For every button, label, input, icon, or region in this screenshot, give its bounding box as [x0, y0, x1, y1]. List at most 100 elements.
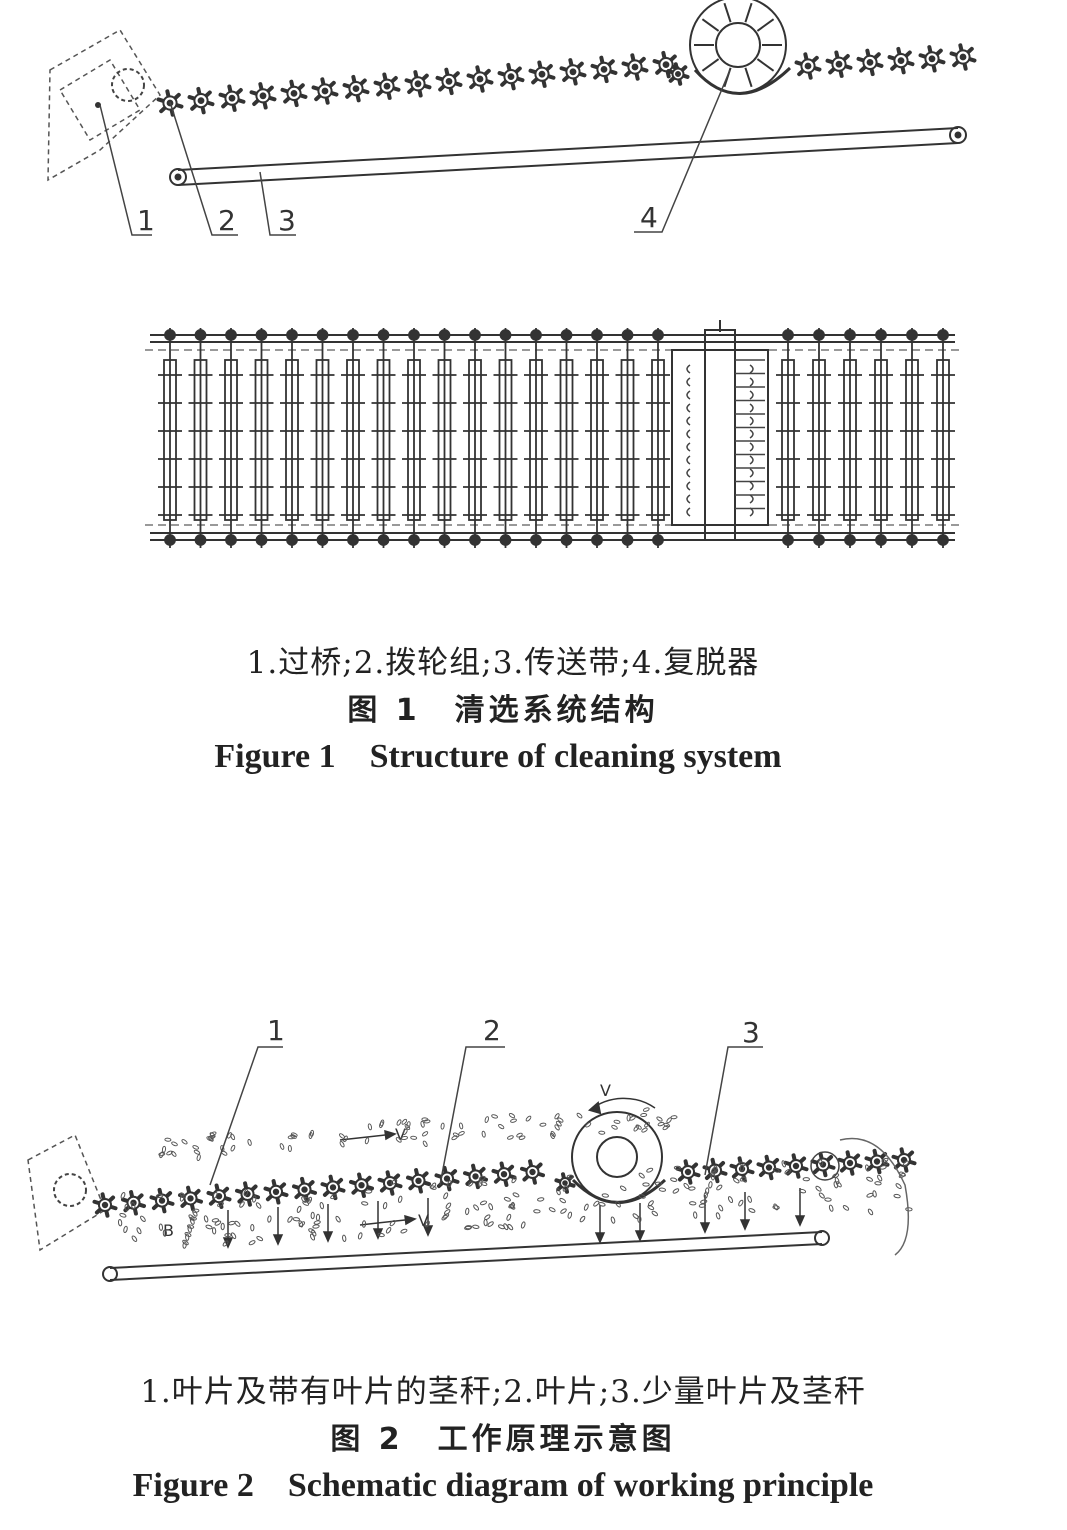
star-wheel	[311, 77, 339, 105]
callout-3: 3	[278, 204, 296, 237]
shaft	[432, 328, 457, 548]
figure1-top-view	[145, 320, 960, 548]
shaft	[931, 328, 955, 548]
upper-flow-label: V	[395, 1125, 406, 1144]
callout-1: 1	[267, 1014, 285, 1047]
star-wheel	[249, 82, 277, 110]
shaft	[554, 328, 579, 548]
shaft	[341, 328, 365, 548]
re-thresher-top	[671, 320, 769, 541]
star-wheel	[675, 1159, 701, 1185]
star-wheel	[404, 70, 432, 98]
star-wheel	[621, 53, 649, 81]
bridge-housing	[27, 1133, 106, 1252]
flow-arrows	[339, 1129, 417, 1226]
shaft	[869, 328, 893, 548]
star-wheel	[149, 1187, 175, 1214]
star-wheel-group	[156, 43, 977, 117]
star-wheel	[405, 1168, 432, 1194]
figure1-caption-en: Figure 1 Structure of cleaning system	[214, 738, 782, 775]
callout-leaders	[209, 1046, 763, 1186]
shaft	[807, 328, 831, 548]
shaft	[310, 328, 335, 548]
figure2-caption-cn: 图 2 工作原理示意图	[330, 1422, 676, 1457]
star-wheel	[837, 1150, 863, 1176]
callout-2: 2	[483, 1014, 501, 1047]
shaft	[158, 328, 182, 548]
callout-4: 4	[640, 201, 658, 234]
figure2-legend: 1.叶片及带有叶片的茎秆;2.叶片;3.少量叶片及茎秆	[140, 1374, 866, 1410]
star-wheel	[373, 72, 401, 100]
star-wheel-group	[92, 1147, 917, 1218]
shaft	[188, 328, 213, 548]
shaft	[249, 328, 274, 548]
star-wheel	[887, 46, 915, 75]
shaft	[493, 328, 518, 548]
shaft	[838, 328, 862, 548]
star-wheel	[263, 1179, 289, 1205]
star-wheel	[666, 62, 690, 86]
figure2-working-principle: V V V B 1 2 3	[27, 1014, 917, 1282]
bridge-housing	[47, 28, 161, 182]
figure1-caption-cn: 图 1 清选系统结构	[347, 693, 659, 728]
star-wheel	[497, 62, 525, 91]
star-wheel	[280, 79, 308, 108]
shaft	[524, 328, 548, 548]
shaft	[371, 328, 396, 548]
star-wheel	[92, 1192, 118, 1218]
star-wheel	[891, 1147, 917, 1173]
star-wheel	[519, 1159, 546, 1185]
shaft	[585, 328, 609, 548]
drum-rotation-label: V	[600, 1081, 611, 1100]
figure2-caption-en: Figure 2 Schematic diagram of working pr…	[132, 1467, 874, 1504]
figure1-side-view: 1 2 3 4	[47, 0, 977, 237]
star-wheel	[810, 1151, 836, 1178]
shaft	[463, 328, 487, 548]
star-wheel	[348, 1172, 375, 1198]
star-wheel	[177, 1185, 204, 1212]
callout-leaders	[99, 69, 731, 236]
callout-3: 3	[742, 1016, 760, 1049]
star-wheel	[491, 1161, 517, 1187]
re-thresher-drum	[689, 0, 792, 95]
star-wheel	[218, 84, 246, 112]
shaft	[900, 328, 924, 548]
star-wheel-shafts	[158, 328, 955, 548]
star-wheel	[377, 1170, 403, 1196]
callout-1: 1	[137, 204, 155, 237]
star-wheel	[825, 50, 853, 78]
bridge-roller	[111, 68, 145, 102]
conveyor-belt	[169, 126, 967, 186]
star-wheel	[918, 45, 946, 73]
star-wheel	[794, 52, 822, 80]
star-wheel	[949, 43, 977, 71]
star-wheel	[187, 86, 215, 115]
star-wheel	[342, 74, 370, 103]
figure1-legend: 1.过桥;2.拨轮组;3.传送带;4.复脱器	[246, 645, 760, 681]
star-wheel	[435, 67, 463, 96]
falling-material-arrows	[222, 1188, 806, 1249]
star-wheel	[559, 58, 587, 86]
conveyor-belt	[102, 1230, 830, 1282]
star-wheel	[320, 1174, 346, 1201]
star-wheel	[856, 48, 884, 77]
shaft	[776, 328, 800, 548]
shaft	[402, 328, 426, 548]
star-wheel	[528, 60, 556, 88]
shaft	[646, 328, 670, 548]
star-wheel	[434, 1165, 460, 1192]
star-wheel	[156, 89, 184, 117]
star-wheel	[291, 1176, 318, 1203]
shaft	[219, 328, 243, 548]
star-wheel	[756, 1154, 782, 1181]
re-thresher-drum	[571, 1097, 667, 1204]
star-wheel	[783, 1153, 809, 1179]
star-wheel	[590, 55, 618, 84]
shaft	[615, 328, 640, 548]
leaves-and-stems	[117, 1107, 913, 1249]
callout-2: 2	[218, 204, 236, 237]
belt-point-label: B	[163, 1221, 174, 1240]
lower-flow-label: V	[418, 1211, 429, 1230]
shaft	[280, 328, 304, 548]
star-wheel	[466, 65, 494, 93]
